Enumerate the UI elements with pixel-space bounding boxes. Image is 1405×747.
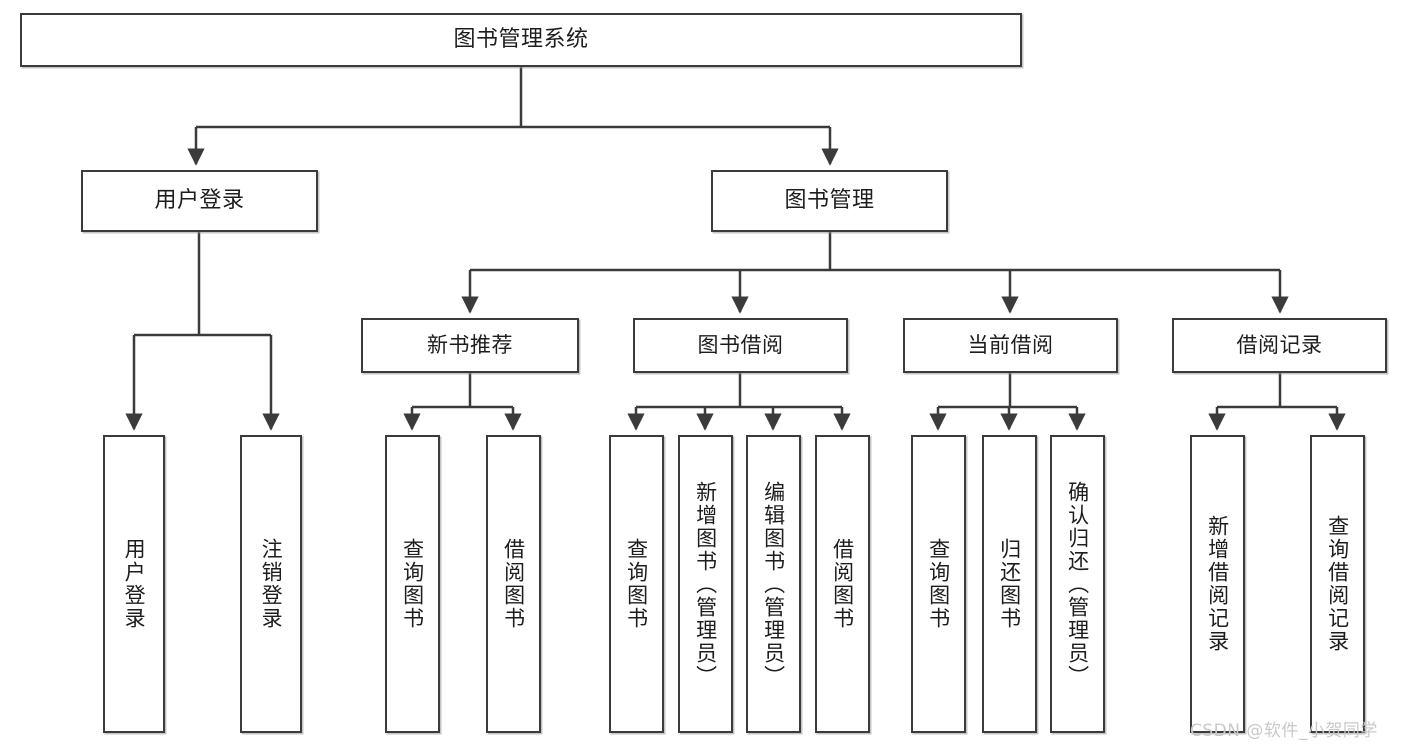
- leaf-add-book-admin[interactable]: 新增图书（管理员）: [678, 435, 733, 733]
- leaf-query-books-borrow-label: 查询图书: [624, 538, 649, 630]
- node-user-login[interactable]: 用户登录: [81, 170, 318, 232]
- leaf-query-books-borrow[interactable]: 查询图书: [609, 435, 664, 733]
- leaf-borrow-books-new[interactable]: 借阅图书: [486, 435, 541, 733]
- leaf-logout[interactable]: 注销登录: [240, 435, 302, 733]
- leaf-edit-book-admin[interactable]: 编辑图书（管理员）: [746, 435, 801, 733]
- leaf-user-login[interactable]: 用户登录: [103, 435, 165, 733]
- leaf-logout-label: 注销登录: [259, 538, 284, 630]
- leaf-query-borrow-record-label: 查询借阅记录: [1325, 515, 1350, 653]
- node-root-label: 图书管理系统: [453, 26, 589, 52]
- node-root[interactable]: 图书管理系统: [20, 13, 1022, 67]
- leaf-confirm-return-admin-label: 确认归还（管理员）: [1065, 480, 1090, 688]
- leaf-query-books-current-label: 查询图书: [926, 538, 951, 630]
- node-current-borrow-label: 当前借阅: [967, 332, 1054, 357]
- leaf-query-books-current[interactable]: 查询图书: [911, 435, 966, 733]
- leaf-edit-book-admin-label: 编辑图书（管理员）: [761, 480, 786, 688]
- csdn-watermark: CSDN @软件_小贺同学: [1190, 721, 1378, 741]
- node-new-book-recommend-label: 新书推荐: [427, 332, 513, 357]
- leaf-add-borrow-record[interactable]: 新增借阅记录: [1190, 435, 1245, 733]
- node-book-borrow-label: 图书借阅: [697, 332, 784, 357]
- node-borrow-records-label: 借阅记录: [1236, 332, 1323, 357]
- node-new-book-recommend[interactable]: 新书推荐: [361, 318, 579, 373]
- node-user-login-label: 用户登录: [154, 187, 245, 213]
- leaf-return-books[interactable]: 归还图书: [982, 435, 1037, 733]
- leaf-add-book-admin-label: 新增图书（管理员）: [693, 480, 718, 688]
- node-book-management[interactable]: 图书管理: [711, 170, 948, 232]
- leaf-query-books-new[interactable]: 查询图书: [385, 435, 440, 733]
- leaf-confirm-return-admin[interactable]: 确认归还（管理员）: [1050, 435, 1105, 733]
- leaf-add-borrow-record-label: 新增借阅记录: [1205, 515, 1230, 653]
- node-book-borrow[interactable]: 图书借阅: [633, 318, 848, 373]
- leaf-query-borrow-record[interactable]: 查询借阅记录: [1310, 435, 1365, 733]
- leaf-return-books-label: 归还图书: [997, 538, 1022, 630]
- node-current-borrow[interactable]: 当前借阅: [903, 318, 1118, 373]
- leaf-borrow-books[interactable]: 借阅图书: [815, 435, 870, 733]
- leaf-borrow-books-label: 借阅图书: [830, 538, 855, 630]
- node-borrow-records[interactable]: 借阅记录: [1172, 318, 1387, 373]
- leaf-borrow-books-new-label: 借阅图书: [501, 538, 526, 630]
- node-book-management-label: 图书管理: [784, 187, 875, 213]
- leaf-query-books-new-label: 查询图书: [400, 538, 425, 630]
- leaf-user-login-label: 用户登录: [122, 538, 147, 630]
